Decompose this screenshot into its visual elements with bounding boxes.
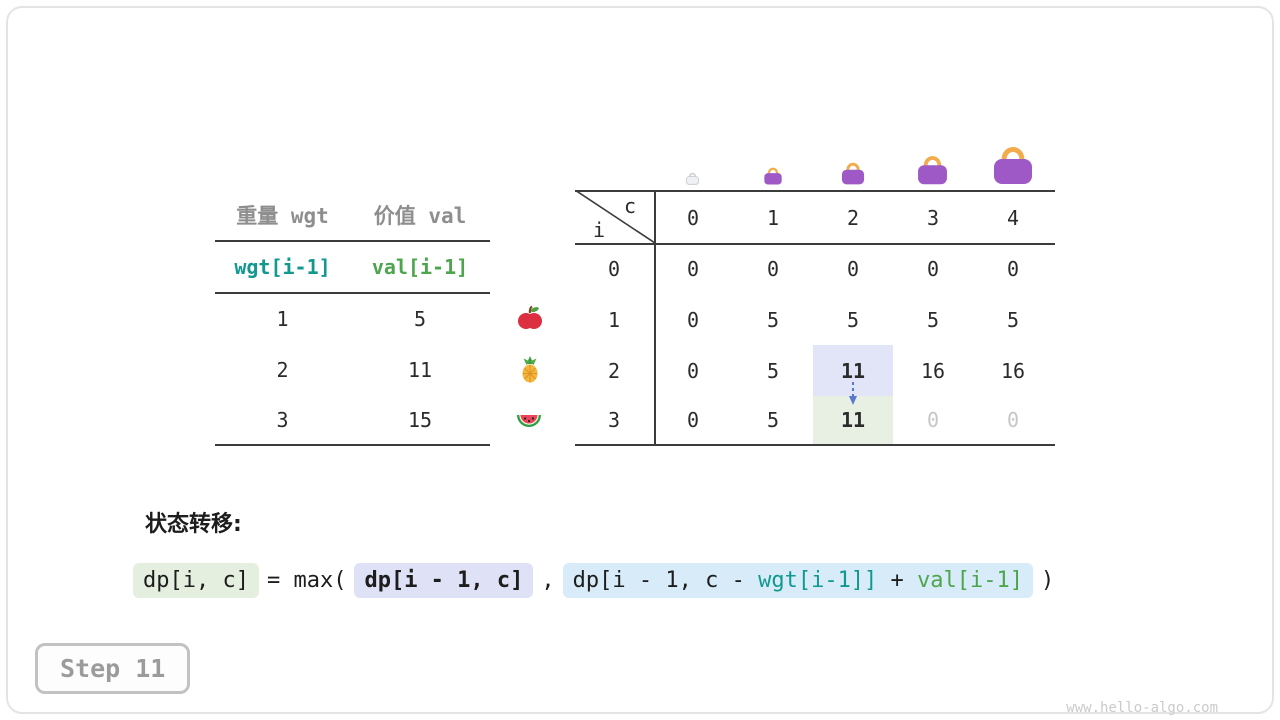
wgt-formula-label: wgt[i-1] xyxy=(234,255,331,279)
dp-col-header-0: 0 xyxy=(686,206,700,230)
formula-lhs: dp[i, c] xyxy=(133,562,259,598)
highlight-cell-source xyxy=(813,345,893,396)
formula-arg1: dp[i - 1, c] xyxy=(354,562,534,598)
dp-cell-r1-c2: 5 xyxy=(846,307,860,332)
watermark: www.hello-algo.com xyxy=(1066,700,1218,716)
val-formula-label: val[i-1] xyxy=(371,255,469,279)
dp-col-header-1: 1 xyxy=(766,206,780,230)
dp-col-header-3: 3 xyxy=(926,206,940,230)
item-row-1: 1 5 xyxy=(215,294,490,344)
divider-line xyxy=(654,190,656,446)
bag-row xyxy=(575,140,1057,186)
formula-arg2-val: val[i-1] xyxy=(917,567,1024,593)
dp-cell-r2-c2: 11 xyxy=(840,358,866,383)
transition-formula: dp[i, c] = max( dp[i - 1, c] , dp[i - 1,… xyxy=(133,560,1062,600)
dp-row-header-1: 1 xyxy=(607,307,621,332)
items-header-row: 重量 wgt 价值 val xyxy=(215,192,490,238)
divider-line xyxy=(215,444,490,446)
formula-arg2: dp[i - 1, c - wgt[i-1]] + val[i-1] xyxy=(562,562,1034,598)
formula-close: ) xyxy=(1041,567,1055,593)
dp-cell-r1-c1: 5 xyxy=(766,307,780,332)
bag-icon-large xyxy=(914,150,951,185)
dp-cell-r3-c4: 0 xyxy=(1006,408,1020,432)
item-row-2: 2 11 xyxy=(215,345,490,395)
dp-cell-r0-c1: 0 xyxy=(766,256,780,281)
dp-cell-r3-c1: 5 xyxy=(766,408,780,432)
formula-comma: , xyxy=(541,567,555,593)
pineapple-icon xyxy=(516,356,544,384)
dp-cell-r3-c0: 0 xyxy=(686,408,700,432)
item-2-weight: 2 xyxy=(276,358,289,382)
items-formula-row: wgt[i-1] val[i-1] xyxy=(215,242,490,292)
apple-icon xyxy=(516,304,544,332)
dp-col-header-4: 4 xyxy=(1006,206,1020,230)
dp-cell-r0-c0: 0 xyxy=(686,256,700,281)
formula-arg2-plus: + xyxy=(877,567,918,593)
dp-row-header-3: 3 xyxy=(607,408,621,432)
transition-heading: 状态转移: xyxy=(145,512,242,537)
bag-icon-medium xyxy=(839,158,867,185)
dp-cell-r0-c4: 0 xyxy=(1006,256,1020,281)
dp-row-header-2: 2 xyxy=(607,358,621,383)
arrow-down-icon xyxy=(849,382,857,405)
dp-cell-r2-c1: 5 xyxy=(766,358,780,383)
watermelon-icon xyxy=(514,407,542,435)
dp-cell-r1-c3: 5 xyxy=(926,307,940,332)
formula-arg2-prefix: dp[i - 1, c - xyxy=(572,567,759,593)
items-table: 重量 wgt 价值 val wgt[i-1] val[i-1] 1 5 2 11… xyxy=(215,190,490,448)
divider-line xyxy=(215,292,490,294)
formula-arg2-wgt: wgt[i-1]] xyxy=(758,567,878,593)
dp-cell-r0-c3: 0 xyxy=(926,256,940,281)
dp-cell-r0-c2: 0 xyxy=(846,256,860,281)
dp-cell-r2-c3: 16 xyxy=(920,358,946,383)
corner-col-var: c xyxy=(623,194,637,218)
dp-cell-r3-c2: 11 xyxy=(840,408,866,432)
corner-row-var: i xyxy=(592,218,606,242)
step-badge: Step 11 xyxy=(35,643,191,694)
item-3-weight: 3 xyxy=(276,408,289,432)
formula-eq-max: = max( xyxy=(266,567,347,593)
dp-cell-r3-c3: 0 xyxy=(926,408,940,432)
bag-icon-xlarge xyxy=(989,139,1037,185)
items-col-header-wgt: 重量 wgt xyxy=(236,204,329,228)
dp-table: c i 0 1 2 3 4 0 1 2 3 0 0 0 0 0 0 5 5 5 … xyxy=(575,140,1057,448)
item-3-value: 15 xyxy=(407,408,433,432)
divider-line xyxy=(215,240,490,242)
divider-line xyxy=(575,190,1055,192)
dp-cell-r1-c4: 5 xyxy=(1006,307,1020,332)
item-row-3: 3 15 xyxy=(215,396,490,444)
dp-cell-r2-c4: 16 xyxy=(1000,358,1026,383)
dp-row-header-0: 0 xyxy=(607,256,621,281)
dp-cell-r1-c0: 0 xyxy=(686,307,700,332)
divider-line xyxy=(575,444,1055,446)
dp-col-header-2: 2 xyxy=(846,206,860,230)
item-2-value: 11 xyxy=(407,358,433,382)
dp-cell-r2-c0: 0 xyxy=(686,358,700,383)
divider-line xyxy=(575,243,1055,245)
item-1-value: 5 xyxy=(413,307,427,331)
items-col-header-val: 价值 val xyxy=(373,204,467,228)
item-1-weight: 1 xyxy=(276,307,289,331)
diagonal-divider xyxy=(575,190,655,243)
bag-icon-small xyxy=(762,164,784,185)
bag-icon-ghost xyxy=(685,170,700,185)
